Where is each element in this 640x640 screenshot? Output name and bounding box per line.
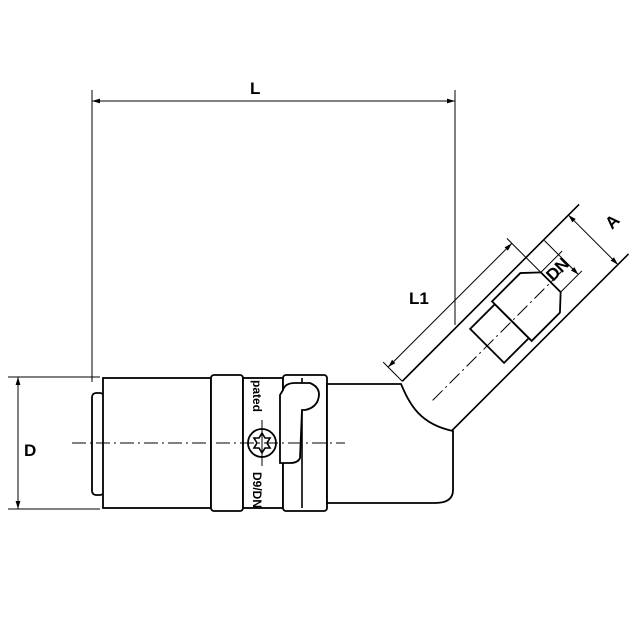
label-L1: L1 xyxy=(409,289,429,308)
label-L: L xyxy=(250,79,260,98)
label-A: A xyxy=(601,211,623,233)
dimension-D: D xyxy=(8,376,100,510)
label-D: D xyxy=(24,441,36,460)
dimension-L: L xyxy=(91,79,456,382)
hose-tail xyxy=(382,203,630,432)
band-text-upper: pated xyxy=(250,380,264,412)
band-text-lower: D9/DN xyxy=(250,472,264,508)
